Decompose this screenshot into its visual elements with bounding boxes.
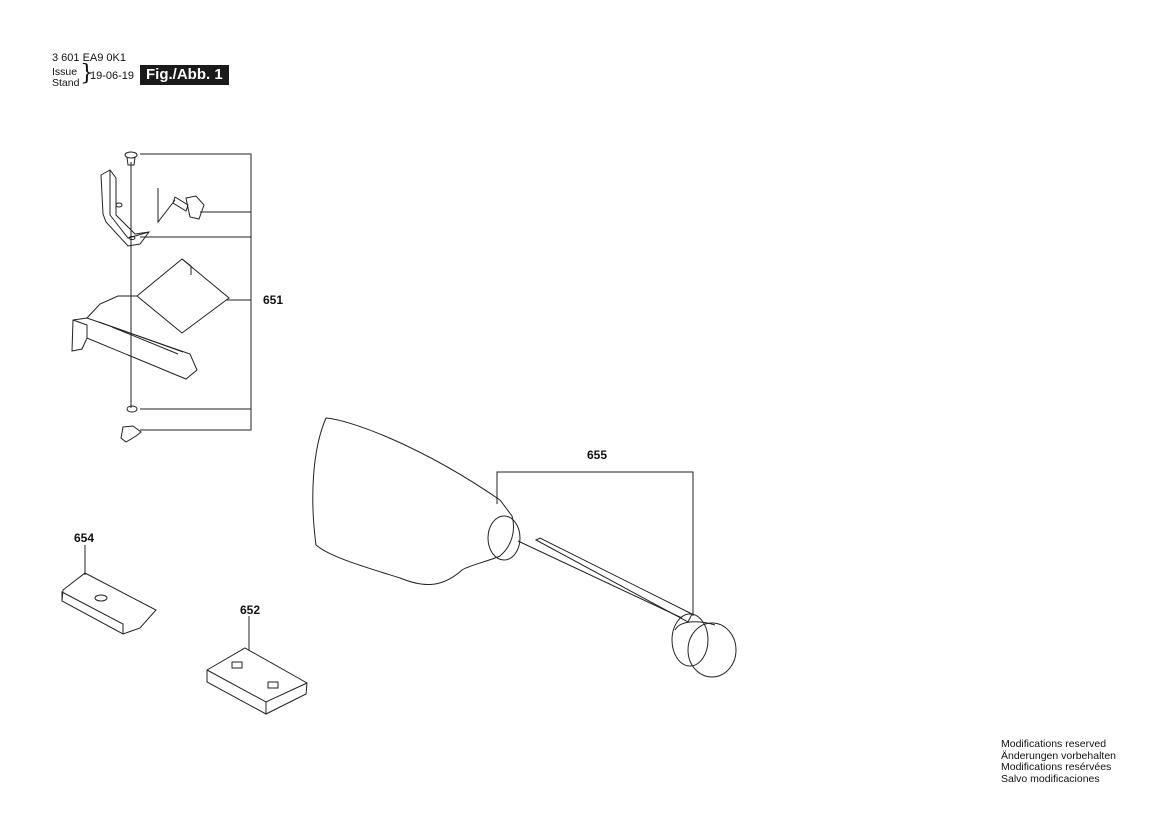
- issue-date: 19-06-19: [90, 70, 135, 82]
- issue-stand-label: Issue Stand: [52, 67, 79, 89]
- issue-brace: }: [80, 61, 94, 86]
- modifications-notice: Modifications reserved Änderungen vorbeh…: [1001, 738, 1117, 785]
- leader-651: [130, 153, 252, 431]
- extraction-tube-part: [517, 537, 737, 678]
- leader-655: [496, 471, 694, 616]
- callout-654: 654: [74, 531, 95, 545]
- modifications-fr: Modifications resérvées: [1001, 761, 1112, 773]
- modifications-en: Modifications reserved: [1001, 738, 1107, 750]
- washer-wingnut-part: [120, 405, 142, 443]
- modifications-es: Salvo modificaciones: [1001, 772, 1100, 785]
- stand-label: Stand: [52, 77, 80, 89]
- callout-651: 651: [263, 293, 284, 307]
- screw-part: [124, 151, 138, 166]
- angle-bracket-part: [100, 169, 151, 247]
- wing-screw-part: [157, 188, 205, 224]
- dust-bag-part: [312, 417, 521, 586]
- figure-label: Fig./Abb. 1: [140, 65, 229, 85]
- callout-652: 652: [240, 603, 261, 617]
- issue-label: Issue: [52, 66, 78, 78]
- callout-655: 655: [587, 448, 608, 462]
- part-654-drawing: [61, 545, 157, 635]
- modifications-de: Änderungen vorbehalten: [1001, 749, 1117, 762]
- guide-plate-part: [71, 258, 230, 380]
- part-number: 3 601 EA9 0K1: [52, 52, 127, 64]
- part-652-drawing: [206, 616, 308, 715]
